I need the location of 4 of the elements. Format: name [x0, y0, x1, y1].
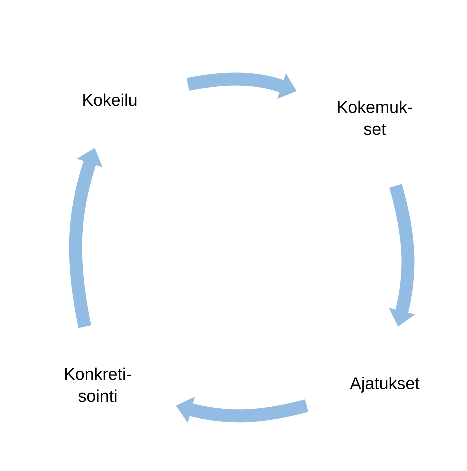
step-label: Konkreti- sointi — [66, 368, 132, 402]
step-label: Kokeilu — [84, 94, 137, 106]
step-label: Kokemuk- set — [338, 100, 412, 136]
step-label: Ajatukset — [350, 377, 420, 393]
